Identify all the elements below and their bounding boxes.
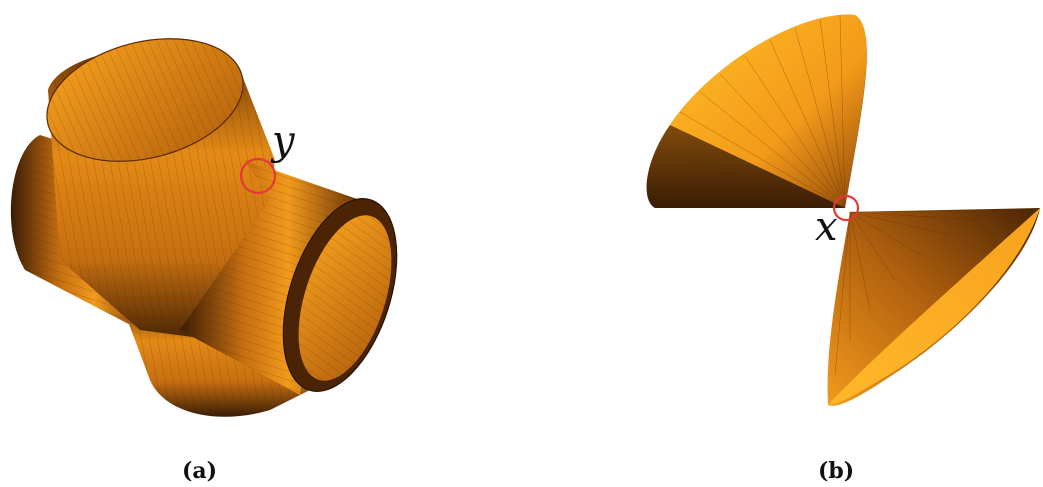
point-y-label: y	[270, 118, 296, 164]
panel-a: y (a)	[10, 38, 398, 484]
caption-b: (b)	[818, 458, 854, 484]
lower-cone	[827, 208, 1040, 406]
caption-a: (a)	[182, 458, 217, 484]
point-y-marker	[239, 157, 277, 195]
right-opening	[282, 198, 398, 392]
upper-cone	[646, 14, 867, 209]
point-x-label: x	[815, 204, 838, 250]
point-x-marker	[832, 194, 860, 222]
panel-b: x (b)	[646, 14, 1040, 484]
top-opening	[46, 38, 244, 162]
right-tube-surface	[180, 160, 360, 395]
